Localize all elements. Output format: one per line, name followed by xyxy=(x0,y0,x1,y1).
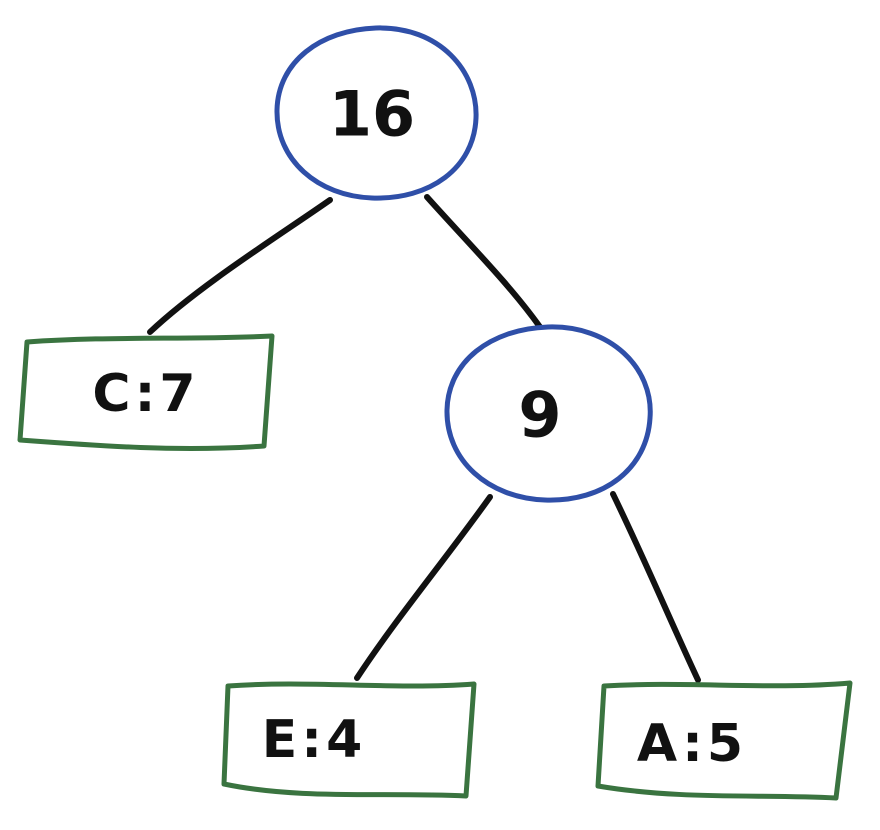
leaf-c-box xyxy=(17,333,275,451)
leaf-c: C:7 xyxy=(17,333,275,451)
node-9: 9 xyxy=(444,324,653,503)
leaf-e-box xyxy=(221,681,477,799)
leaf-a-box xyxy=(595,680,853,801)
leaf-e-label: E:4 xyxy=(262,710,367,770)
edge-root-to-9 xyxy=(424,194,543,330)
edge-9-to-a xyxy=(610,491,701,683)
node-root-circle xyxy=(274,25,479,201)
node-root-label: 16 xyxy=(329,78,415,151)
node-9-label: 9 xyxy=(518,379,561,452)
edge-root-to-c xyxy=(147,197,333,335)
leaf-e: E:4 xyxy=(221,681,477,799)
leaf-c-label: C:7 xyxy=(92,364,199,424)
leaf-a: A:5 xyxy=(595,680,853,801)
node-9-circle xyxy=(444,324,653,503)
node-root: 16 xyxy=(274,25,479,201)
leaf-a-label: A:5 xyxy=(637,714,747,774)
edge-9-to-e xyxy=(354,494,493,681)
